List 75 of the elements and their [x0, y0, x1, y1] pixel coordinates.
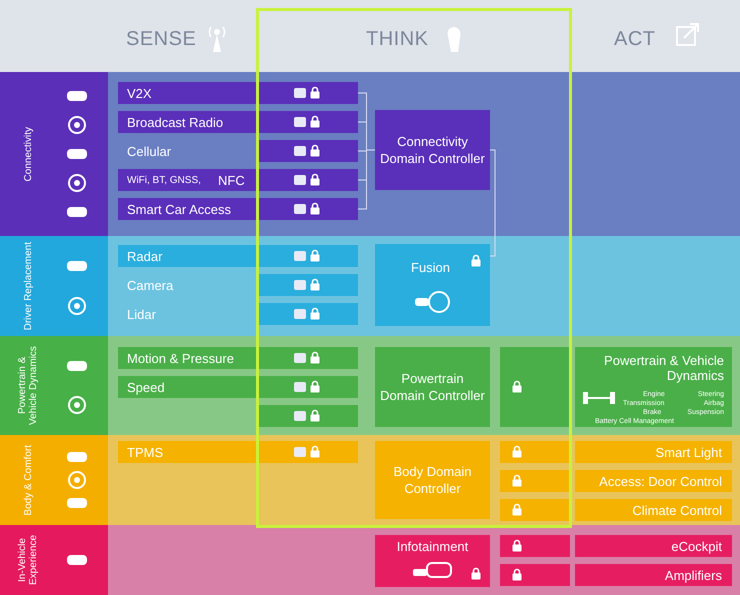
category-label: Body & Comfort [22, 444, 34, 516]
security-module-box [258, 82, 358, 104]
controller-label: Body Domain Controller [392, 463, 473, 497]
sensor-label: Radar [127, 249, 162, 264]
security-module-box [258, 169, 358, 191]
actuator-box [575, 347, 732, 427]
controller-box [375, 535, 490, 587]
lock-box [500, 564, 570, 586]
category-cell [0, 525, 108, 595]
actuator-box [575, 441, 732, 463]
controller-box [375, 110, 490, 190]
lock-box [500, 470, 570, 492]
sensor-label: WiFi, BT, GNSS, [127, 175, 201, 186]
lock-box [500, 499, 570, 521]
security-module-box [258, 140, 358, 162]
security-module-box [258, 347, 358, 369]
sensor-label: Motion & Pressure [127, 351, 234, 366]
header-text: ACT [614, 28, 656, 51]
category-cell [0, 72, 108, 236]
sensor-box [118, 82, 256, 104]
sensor-label: Speed [127, 380, 165, 395]
lock-box [500, 347, 570, 427]
lock-box [500, 441, 570, 463]
actuator-label: Access: Door Control [599, 474, 722, 489]
sensor-label: Cellular [118, 140, 256, 162]
sensor-box [118, 169, 256, 191]
actuator-label: eCockpit [671, 539, 722, 554]
header-text: SENSE [126, 28, 196, 51]
controller-box [375, 347, 490, 427]
security-module-box [258, 198, 358, 220]
security-module-box [258, 376, 358, 398]
category-label: Connectivity [22, 126, 34, 182]
security-module-box [258, 405, 358, 427]
sensor-label: NFC [218, 173, 245, 188]
sensor-box [118, 198, 256, 220]
sensor-label: Broadcast Radio [127, 115, 224, 130]
actuator-box [575, 470, 732, 492]
actuator-box [575, 564, 732, 586]
controller-label: Connectivity Domain Controller [379, 133, 486, 167]
controller-label: Fusion [411, 260, 450, 275]
sensor-box [118, 111, 256, 133]
category-cell [0, 336, 108, 435]
sensor-label: Smart Car Access [127, 202, 232, 217]
actuator-label: Amplifiers [664, 568, 722, 583]
security-module-box [258, 274, 358, 296]
security-module-box [258, 441, 358, 463]
lock-box [500, 535, 570, 557]
category-label: Powertrain & Vehicle Dynamics [17, 345, 39, 427]
controller-box [375, 441, 490, 519]
category-label: In-Vehicle Experience [17, 534, 39, 588]
sensor-label: Camera [118, 274, 256, 296]
sensor-label: TPMS [127, 445, 164, 460]
sensor-box [118, 376, 256, 398]
security-module-box [258, 303, 358, 325]
controller-label: Powertrain Domain Controller [379, 370, 486, 404]
sensor-box [118, 245, 256, 267]
security-module-box [258, 111, 358, 133]
actuator-label: Climate Control [632, 503, 722, 518]
connector-line [358, 150, 376, 210]
actuator-box [575, 499, 732, 521]
header-text: THINK [366, 28, 428, 51]
actuator-label: Powertrain & Vehicle Dynamics [604, 353, 724, 383]
actuator-label: Smart Light [656, 445, 722, 460]
sensor-label: V2X [127, 86, 152, 101]
category-cell [0, 435, 108, 525]
sensor-label: Lidar [118, 303, 256, 325]
security-module-box [258, 245, 358, 267]
actuator-box [575, 535, 732, 557]
controller-box [375, 244, 490, 326]
sensor-box [118, 441, 256, 463]
controller-label: Infotainment [396, 539, 470, 554]
sensor-box [118, 347, 256, 369]
category-cell [0, 236, 108, 336]
connector-line [490, 150, 496, 256]
category-label: Driver Replacement [22, 242, 34, 330]
